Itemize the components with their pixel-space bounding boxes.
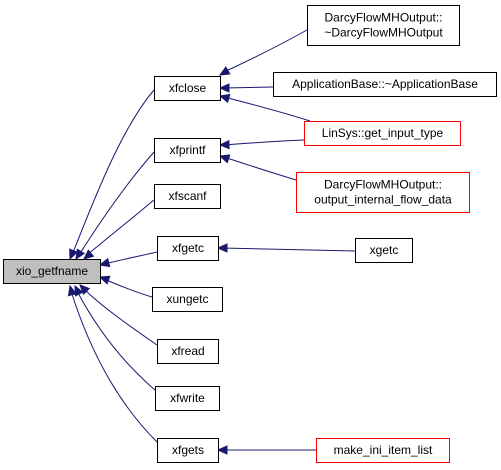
node-label: xfclose bbox=[169, 81, 207, 95]
node-label: DarcyFlowMHOutput:: bbox=[324, 11, 442, 25]
edge-arrowhead bbox=[75, 248, 86, 261]
node-appbase_destructor[interactable]: ApplicationBase::~ApplicationBase bbox=[273, 72, 497, 97]
edge-arrowhead bbox=[98, 275, 111, 285]
node-xfprintf[interactable]: xfprintf bbox=[154, 138, 221, 163]
edge-arrowhead bbox=[79, 284, 91, 296]
node-xio_getfname: xio_getfname bbox=[3, 259, 101, 284]
edge-line bbox=[223, 96, 311, 122]
edge-arrowhead bbox=[98, 257, 111, 268]
edge-xfread-to-xio_getfname bbox=[79, 284, 158, 346]
node-linsys_get_input_type[interactable]: LinSys::get_input_type bbox=[304, 121, 461, 146]
node-label: LinSys::get_input_type bbox=[322, 126, 444, 140]
edge-line bbox=[71, 89, 155, 256]
node-label: xfscanf bbox=[168, 189, 207, 203]
node-label: xfwrite bbox=[170, 391, 205, 405]
node-label: output_internal_flow_data bbox=[314, 193, 452, 207]
edge-line bbox=[83, 288, 158, 346]
edge-arrowhead bbox=[69, 248, 78, 261]
node-box bbox=[316, 438, 450, 463]
node-box bbox=[152, 287, 223, 312]
node-box bbox=[3, 259, 101, 284]
edge-xfgets-to-xio_getfname bbox=[67, 284, 158, 443]
node-label: xungetc bbox=[166, 292, 208, 306]
node-box bbox=[157, 339, 219, 364]
node-xfgetc[interactable]: xfgetc bbox=[157, 236, 219, 261]
edge-line bbox=[103, 278, 153, 298]
edge-arrowhead bbox=[216, 445, 228, 455]
edge-line bbox=[76, 290, 156, 391]
edge-line bbox=[223, 29, 308, 73]
node-label: DarcyFlowMHOutput:: bbox=[324, 178, 442, 192]
nodes-layer: xio_getfname xfclose xfprintf xfscanf xfgetc… bbox=[3, 5, 497, 463]
edge-arrowhead bbox=[218, 154, 231, 164]
edge-arrowhead bbox=[74, 284, 84, 297]
edge-line bbox=[78, 151, 155, 256]
edge-line bbox=[103, 251, 158, 265]
node-xfscanf[interactable]: xfscanf bbox=[154, 184, 221, 209]
edge-make_ini_item_list-to-xfgets bbox=[216, 445, 316, 455]
node-box bbox=[157, 236, 219, 261]
node-box bbox=[154, 76, 221, 101]
node-xfclose[interactable]: xfclose bbox=[154, 76, 221, 101]
edge-arrowhead bbox=[218, 93, 231, 104]
node-xfwrite[interactable]: xfwrite bbox=[155, 386, 220, 411]
node-box bbox=[155, 386, 220, 411]
node-box bbox=[307, 5, 460, 46]
node-label: xgetc bbox=[370, 243, 399, 257]
edge-line bbox=[221, 247, 356, 252]
node-xfgets[interactable]: xfgets bbox=[157, 438, 219, 463]
edge-xfscanf-to-xio_getfname bbox=[83, 199, 155, 260]
edge-arrowhead bbox=[83, 249, 95, 260]
node-label: xfread bbox=[171, 344, 204, 358]
node-box bbox=[355, 238, 413, 263]
edge-arrowhead bbox=[67, 284, 78, 297]
edge-xfclose-to-xio_getfname bbox=[69, 89, 155, 261]
edge-arrowhead bbox=[218, 139, 230, 150]
node-darcy_output_internal[interactable]: DarcyFlowMHOutput::output_internal_flow_… bbox=[296, 172, 470, 213]
node-box bbox=[304, 121, 461, 146]
node-label: xfprintf bbox=[169, 143, 206, 157]
node-box bbox=[157, 438, 219, 463]
edges-layer bbox=[67, 29, 356, 455]
node-darcy_destructor[interactable]: DarcyFlowMHOutput::~DarcyFlowMHOutput bbox=[307, 5, 460, 46]
node-label: xfgetc bbox=[172, 241, 204, 255]
node-box bbox=[273, 72, 497, 97]
edge-line bbox=[86, 199, 155, 256]
edge-line bbox=[223, 86, 274, 89]
node-xfread[interactable]: xfread bbox=[157, 339, 219, 364]
edge-arrowhead bbox=[218, 66, 231, 76]
node-box bbox=[296, 172, 470, 213]
edge-darcy_output_internal-to-xfprintf bbox=[218, 154, 297, 181]
node-make_ini_item_list[interactable]: make_ini_item_list bbox=[316, 438, 450, 463]
edge-arrowhead bbox=[216, 243, 228, 253]
edge-arrowhead bbox=[218, 83, 230, 93]
edge-line bbox=[223, 139, 305, 146]
node-xgetc[interactable]: xgetc bbox=[355, 238, 413, 263]
edge-xgetc-to-xfgetc bbox=[216, 243, 356, 253]
node-box bbox=[154, 138, 221, 163]
node-label: ApplicationBase::~ApplicationBase bbox=[292, 77, 478, 91]
edge-xfwrite-to-xio_getfname bbox=[74, 284, 156, 391]
node-xungetc[interactable]: xungetc bbox=[152, 287, 223, 312]
edge-line bbox=[70, 290, 158, 443]
edge-appbase_destructor-to-xfclose bbox=[218, 83, 274, 93]
edge-xfprintf-to-xio_getfname bbox=[75, 151, 155, 261]
node-label: make_ini_item_list bbox=[334, 443, 433, 457]
node-label: xfgets bbox=[172, 443, 204, 457]
node-label: xio_getfname bbox=[16, 264, 88, 278]
edge-linsys_get_input_type-to-xfclose bbox=[218, 93, 311, 122]
edge-darcy_destructor-to-xfclose bbox=[218, 29, 308, 76]
edge-xfgetc-to-xio_getfname bbox=[98, 251, 158, 268]
node-label: ~DarcyFlowMHOutput bbox=[324, 26, 443, 40]
edge-linsys_get_input_type-to-xfprintf bbox=[218, 139, 305, 150]
edge-xungetc-to-xio_getfname bbox=[98, 275, 153, 298]
edge-line bbox=[223, 156, 297, 181]
node-box bbox=[154, 184, 221, 209]
